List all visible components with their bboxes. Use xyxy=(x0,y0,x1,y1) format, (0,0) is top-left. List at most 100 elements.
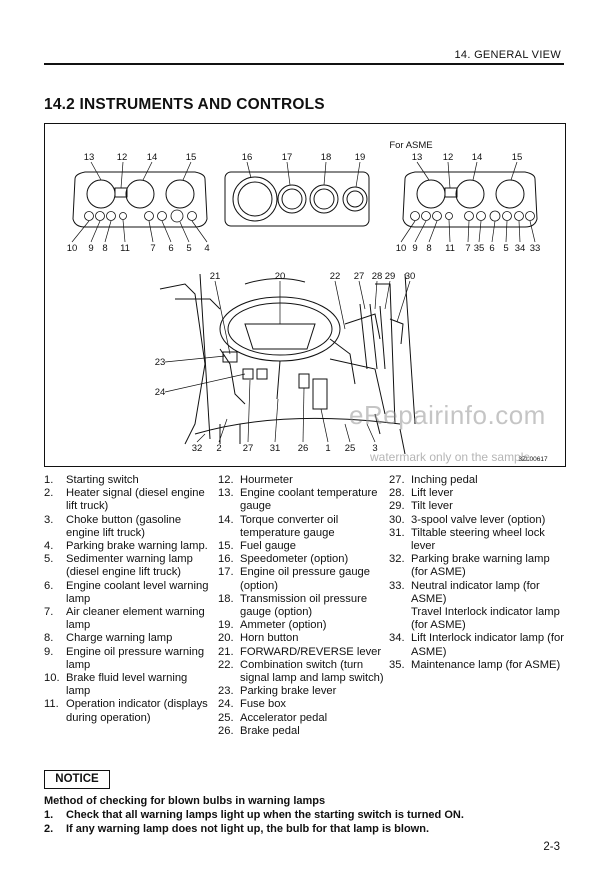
callout-label: 6 xyxy=(168,243,173,254)
callout-label: 16 xyxy=(242,152,253,163)
item-number: 11. xyxy=(44,698,59,711)
item-number: 18. xyxy=(218,592,234,605)
left-cluster-drawing xyxy=(72,171,208,228)
notice-heading: Method of checking for blown bulbs in wa… xyxy=(44,795,326,807)
item-number: 9. xyxy=(44,645,54,658)
item-number: 28. xyxy=(389,487,405,500)
item-text: Engine oil pressure warning lamp xyxy=(66,645,205,671)
callout-label: 9 xyxy=(412,243,417,254)
legend-item: Travel Interlock indicator lamp (for ASM… xyxy=(389,606,569,632)
callout-label: 20 xyxy=(275,271,286,282)
callout-label: 30 xyxy=(405,271,416,282)
item-text: Parking brake warning lamp (for ASME) xyxy=(411,553,550,579)
legend-item: 8. Charge warning lamp xyxy=(44,632,212,645)
legend-item: 13.Engine coolant temperature gauge xyxy=(218,487,386,513)
legend-item: 32.Parking brake warning lamp (for ASME) xyxy=(389,553,569,579)
item-text: Combination switch (turn signal lamp and… xyxy=(240,658,384,685)
callout-label: 34 xyxy=(515,243,526,254)
item-text: Operation indicator (displays during ope… xyxy=(66,698,208,724)
instrument-figure: For ASME 13 12 14 15 10 9 8 11 7 6 5 4 1… xyxy=(44,123,566,467)
item-text: FORWARD/REVERSE lever xyxy=(240,645,382,658)
legend-item: 11. Operation indicator (displays during … xyxy=(44,698,212,724)
callout-label: 13 xyxy=(84,152,95,163)
legend-item: 21. FORWARD/REVERSE lever xyxy=(218,646,386,659)
right-cluster-drawing xyxy=(402,171,538,228)
item-text: Hourmeter xyxy=(240,474,293,486)
item-text: Tiltable steering wheel lock lever xyxy=(411,526,545,553)
legend-item: 17.Engine oil pressure gauge (option) xyxy=(218,566,386,592)
item-number: 5. xyxy=(44,553,54,566)
callout-label: 14 xyxy=(147,152,158,163)
item-text: Maintenance lamp (for ASME) xyxy=(411,658,561,671)
item-number: 33. xyxy=(389,579,405,592)
item-text: Starting switch xyxy=(66,474,139,486)
legend-item: 2.Heater signal (diesel engine lift truc… xyxy=(44,487,212,513)
legend-item: 9. Engine oil pressure warning lamp xyxy=(44,646,212,672)
item-number: 10. xyxy=(44,672,60,685)
callout-label: 18 xyxy=(321,152,332,163)
legend-item: 25. Accelerator pedal xyxy=(218,712,386,725)
legend-item: 29.Tilt lever xyxy=(389,500,569,513)
item-text: Charge warning lamp xyxy=(66,632,173,645)
item-number: 31. xyxy=(389,526,405,539)
legend-item: 16.Speedometer (option) xyxy=(218,553,386,566)
item-number: 12. xyxy=(218,474,234,486)
legend-item: 2.If any warning lamp does not light up,… xyxy=(44,822,564,836)
item-number: 2. xyxy=(44,487,54,500)
item-number: 30. xyxy=(389,513,405,526)
item-text: Travel Interlock indicator lamp (for ASM… xyxy=(411,606,560,632)
legend-item: 26. Brake pedal xyxy=(218,725,386,738)
header-rule xyxy=(44,63,564,65)
legend-item: 22.Combination switch (turn signal lamp … xyxy=(218,659,386,685)
callout-label: 2 xyxy=(216,443,221,454)
legend-item: 20.Horn button xyxy=(218,632,386,645)
item-text: 3-spool valve lever (option) xyxy=(411,513,546,526)
callout-label: 24 xyxy=(155,387,166,398)
callout-label: 27 xyxy=(354,271,365,282)
callout-label: 22 xyxy=(330,271,341,282)
legend-item: 27.Inching pedal xyxy=(389,474,569,487)
legend-item: 28. Lift lever xyxy=(389,487,569,500)
callout-label: 12 xyxy=(443,152,454,163)
callout-label: 14 xyxy=(472,152,483,163)
callout-label: 25 xyxy=(345,443,356,454)
callout-label: 11 xyxy=(120,243,130,254)
callout-label: 9 xyxy=(88,243,93,254)
callout-label: 15 xyxy=(186,152,197,163)
item-number: 7. xyxy=(44,606,54,619)
callout-label: 7 xyxy=(150,243,155,254)
callout-label: 11 xyxy=(445,243,455,254)
callout-label: 23 xyxy=(155,357,166,368)
item-text: Lift Interlock indicator lamp (for ASME) xyxy=(411,632,564,658)
item-number: 1. xyxy=(44,474,54,486)
item-text: Brake pedal xyxy=(240,724,300,737)
legend-item: 7.Air cleaner element warning lamp xyxy=(44,606,212,632)
callout-label: 1 xyxy=(325,443,330,454)
cab-drawing xyxy=(159,273,416,455)
callout-label: 17 xyxy=(282,152,293,163)
item-number: 21. xyxy=(218,645,234,658)
item-number: 25. xyxy=(218,711,234,724)
item-number: 2. xyxy=(44,823,54,835)
callout-label: 3 xyxy=(372,443,377,454)
item-number: 34. xyxy=(389,632,405,645)
item-number: 1. xyxy=(44,809,54,821)
legend-item: 5.Sedimenter warning lamp (diesel engine… xyxy=(44,553,212,579)
item-text: Tilt lever xyxy=(411,500,453,513)
callout-label: 19 xyxy=(355,152,366,163)
item-text: Accelerator pedal xyxy=(240,711,328,724)
item-number: 3. xyxy=(44,513,54,526)
legend-item: 12. Hourmeter xyxy=(218,474,386,487)
item-number: 20. xyxy=(218,632,234,645)
callout-label: 35 xyxy=(474,243,485,254)
item-text: Engine coolant temperature gauge xyxy=(240,487,378,513)
item-text: Speedometer (option) xyxy=(240,553,349,566)
item-number: 26. xyxy=(218,724,234,737)
legend-item: 1. Starting switch xyxy=(44,474,212,487)
item-number: 8. xyxy=(44,632,54,645)
legend-item: 14.Torque converter oil temperature gaug… xyxy=(218,514,386,540)
item-text: Lift lever xyxy=(411,487,454,500)
callout-label: 31 xyxy=(270,443,281,454)
